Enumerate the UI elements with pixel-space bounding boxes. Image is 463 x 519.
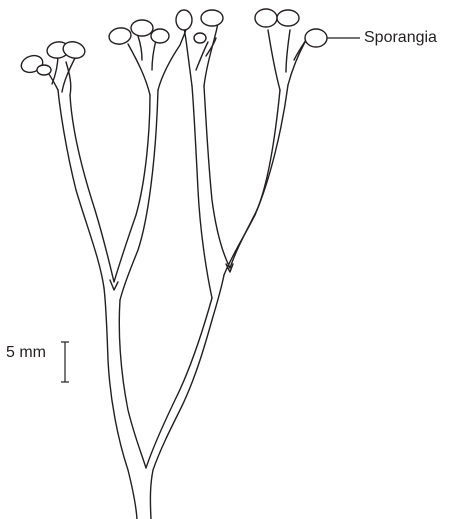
sporangium: [151, 29, 169, 43]
sporangia: [19, 9, 327, 75]
sporangia-label: Sporangia: [364, 30, 437, 46]
left-branch: [58, 90, 158, 300]
sporangium: [108, 26, 132, 46]
right-branch: [192, 85, 288, 298]
right-cluster-stalks: [268, 30, 306, 90]
sporangium: [131, 20, 153, 36]
sporangium: [277, 10, 299, 26]
sporangium: [305, 29, 327, 47]
sporangium: [255, 9, 277, 27]
sporangium: [201, 10, 223, 26]
sporangium: [176, 10, 192, 30]
scale-label: 5 mm: [6, 345, 46, 361]
scale-bar: [61, 342, 69, 382]
sporangium: [37, 65, 51, 75]
main-stalk: [104, 275, 224, 519]
middle-cluster-stalks: [184, 20, 218, 86]
sporangium: [194, 33, 206, 43]
